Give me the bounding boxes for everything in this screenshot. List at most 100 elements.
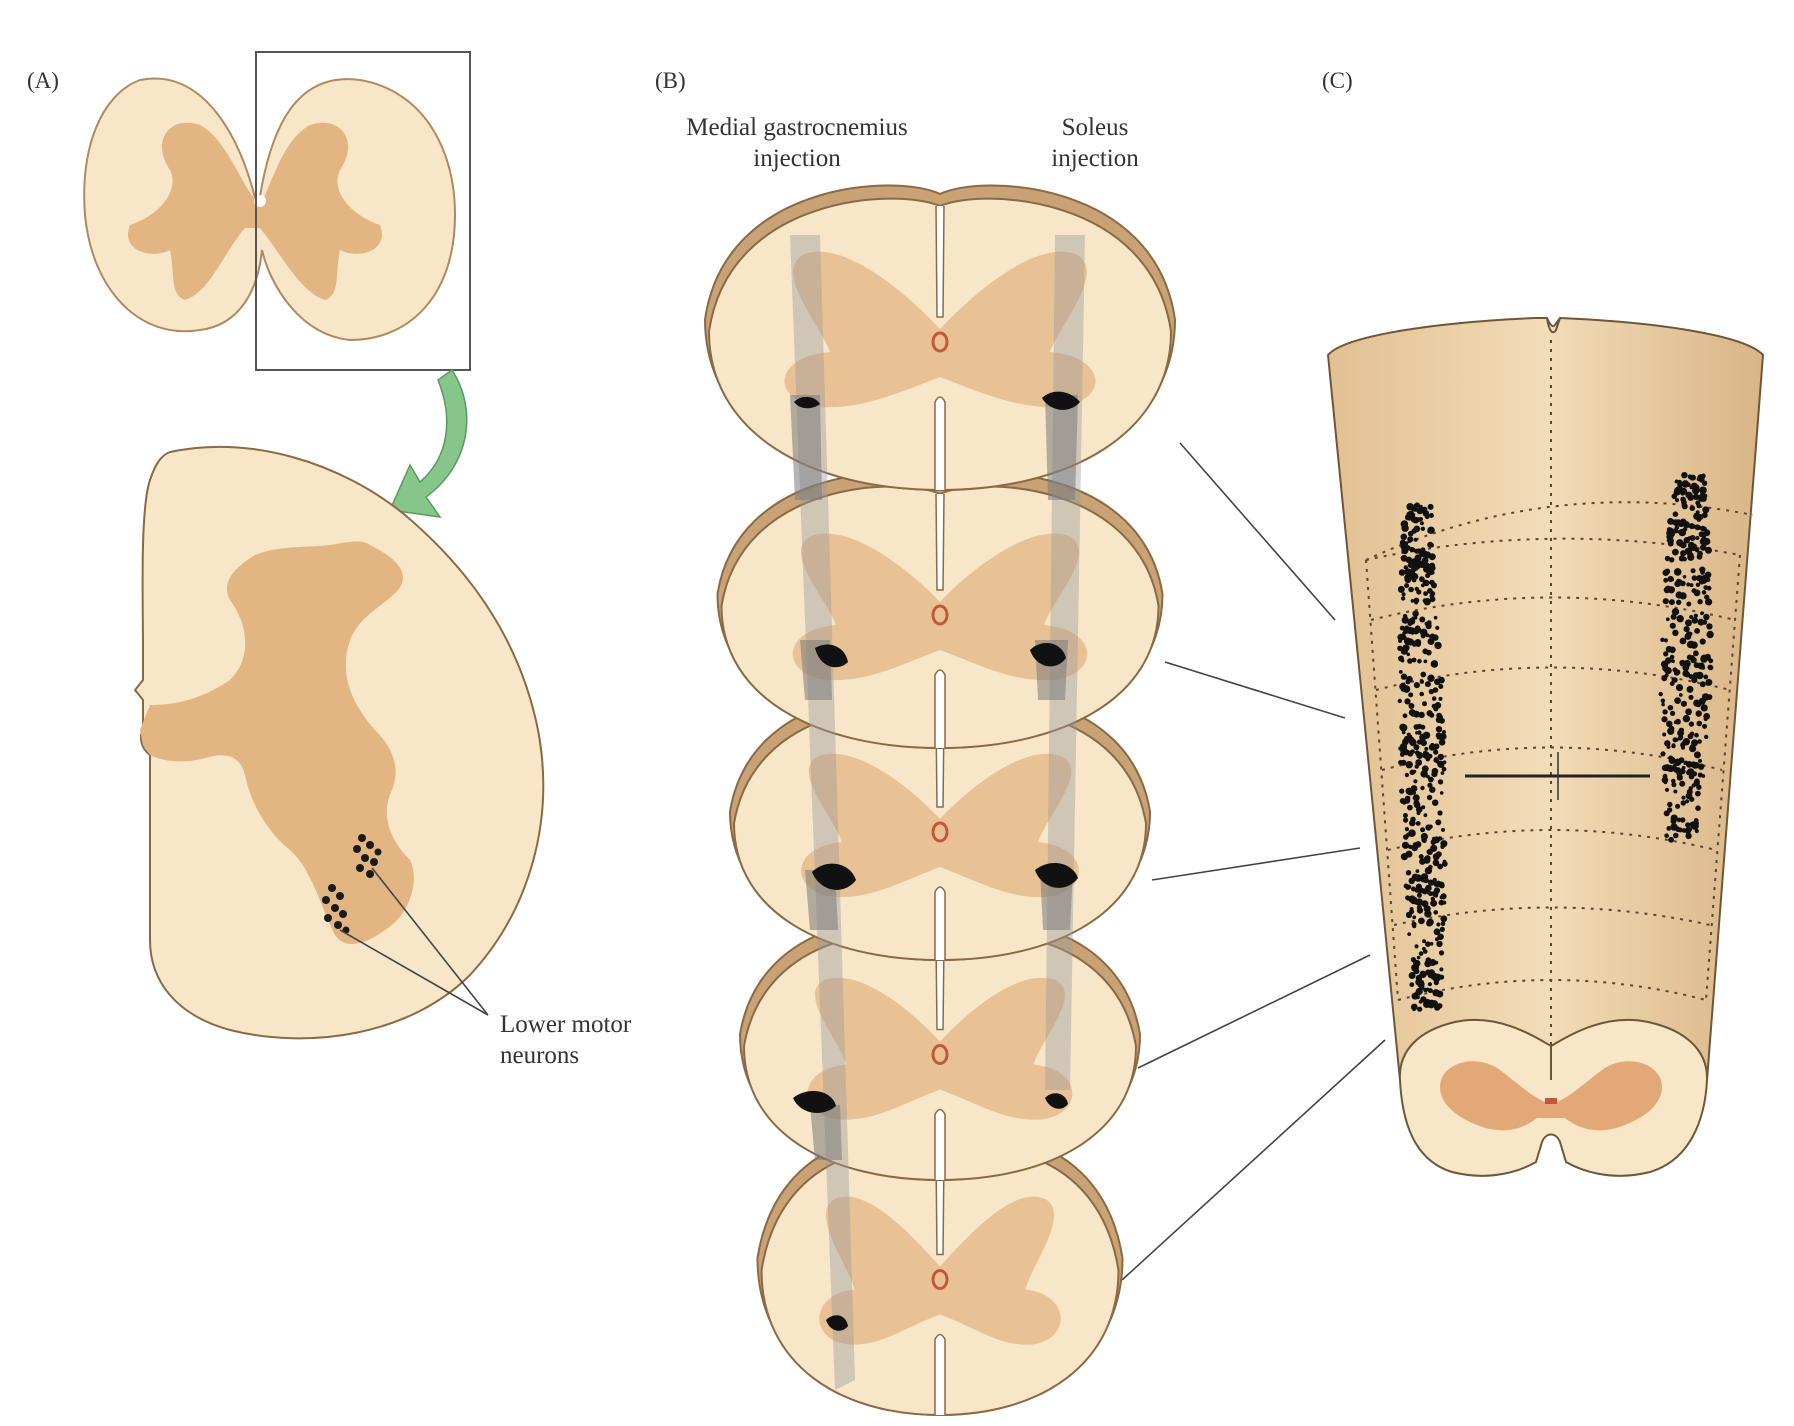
labelled-neuron-dot [1669,622,1676,629]
labelled-neuron-dot [1681,499,1687,506]
labelled-neuron-dot [1658,691,1663,697]
labelled-neuron-dot [1660,751,1666,757]
labelled-neuron-dot [1418,917,1425,925]
labelled-neuron-dot [1668,836,1674,843]
labelled-neuron-dot [1429,786,1436,793]
labelled-neuron-dot [1665,617,1670,622]
section-ventral-fissure [934,669,946,748]
labelled-neuron-dot [1693,751,1701,759]
labelled-neuron-dot [1671,659,1675,664]
labelled-neuron-dot [1691,783,1696,788]
labelled-neuron-dot [1399,798,1406,804]
labelled-neuron-dot [1411,577,1417,583]
labelled-neuron-dot [1424,767,1429,772]
medial-gastrocnemius-neuron-column [1397,502,1448,1012]
labelled-neuron-dot [1679,637,1687,645]
stain-section3-right [1035,863,1078,888]
labelled-neuron-dot [1425,623,1432,630]
section-dorsal-fissure [935,493,945,591]
connector-3 [1151,847,1361,881]
labelled-neuron-dot [1408,703,1415,709]
labelled-neuron-dot [1402,713,1408,719]
labelled-neuron-dot [1412,915,1417,920]
panel-c: (C) [1322,68,1765,1177]
stain-section4-right [1045,1093,1068,1109]
labelled-neuron-dot [1438,684,1444,689]
labelled-neuron-dot [1422,579,1428,585]
labelled-neuron-dot [1695,582,1701,587]
labelled-neuron-dot [1437,933,1444,941]
labelled-neuron-dot [1675,767,1681,773]
labelled-neuron-dot [1691,575,1698,581]
labelled-neuron-dot [1674,738,1679,742]
labelled-neuron-dot [1675,684,1684,692]
labelled-neuron-dot [1422,701,1427,707]
labelled-neuron-dot [1430,899,1438,907]
labelled-neuron-dot [1692,493,1700,500]
labelled-neuron-dot [1691,617,1699,624]
labelled-neuron-dot [1412,503,1418,509]
labelled-neuron-dot [1397,585,1405,593]
labelled-neuron-dot [1662,773,1668,779]
labelled-neuron-dot [1662,732,1667,737]
labelled-neuron-dot [1672,667,1678,673]
labelled-neuron-dot [1708,664,1714,671]
labelled-neuron-dot [1439,791,1444,795]
labelled-neuron-dot [1408,829,1416,837]
section-dorsal-fissure [935,205,945,318]
labelled-neuron-dot [1417,979,1425,987]
labelled-neuron-dot [1687,494,1694,501]
labelled-neuron-dot [1426,794,1433,801]
labelled-neuron-dot [1434,641,1442,650]
labelled-neuron-dot [1413,801,1421,809]
labelled-neuron-dot [1673,568,1682,576]
labelled-neuron-dot [1425,573,1431,579]
labelled-neuron-dot [1666,720,1673,728]
labelled-neuron-dot [1679,780,1686,787]
labelled-neuron-dot [1704,594,1710,600]
labelled-neuron-dot [1404,795,1411,802]
labelled-neuron-dot [1404,514,1411,521]
labelled-neuron-dot [1441,766,1447,772]
labelled-neuron-dot [1431,767,1439,775]
labelled-neuron-dot [1706,585,1712,591]
stain-section4-left [793,1091,836,1113]
labelled-neuron-dot [1405,761,1413,769]
labelled-neuron-dot [1432,877,1437,883]
labelled-neuron-dot [1440,915,1448,923]
labelled-neuron-dot [1702,526,1707,532]
soleus-heading-line2: injection [1051,145,1139,172]
labelled-neuron-dot [1680,817,1686,823]
labelled-neuron-dot [1428,688,1435,695]
labelled-neuron-dot [1693,613,1699,618]
labelled-neuron-dot [1685,832,1692,840]
labelled-neuron-dot [1690,656,1697,664]
labelled-neuron-dot [1664,833,1669,838]
labelled-neuron-dot [1424,960,1432,968]
labelled-neuron-dot [1671,743,1676,747]
labelled-neuron-dot [1697,599,1703,605]
labelled-neuron-dot [1689,535,1696,541]
labelled-neuron-dot [1419,858,1426,865]
labelled-neuron-dot [1670,710,1676,717]
labelled-neuron-dot [1401,592,1406,597]
labelled-neuron-dot [1428,969,1435,976]
labelled-neuron-dot [1676,599,1682,605]
labelled-neuron-dot [1684,633,1692,640]
labelled-neuron-dot [1418,951,1424,956]
labelled-neuron-dot [1424,855,1431,862]
labelled-neuron-dot [1416,892,1422,898]
labelled-neuron-dot [1674,580,1681,588]
labelled-neuron-dot [1669,528,1674,533]
labelled-neuron-dot [1423,659,1428,664]
stain-section2-left [815,644,848,668]
labelled-neuron-dot [1401,634,1407,641]
labelled-neuron-dot [1416,907,1424,914]
labelled-neuron-dot [1689,475,1695,481]
labelled-neuron-dot [1413,682,1420,689]
labelled-neuron-dot [1681,745,1685,750]
labelled-neuron-dot [1680,550,1687,557]
labelled-neuron-dot [1436,940,1443,948]
section-gray-matter [801,753,1079,898]
medial-gastrocnemius-column [790,235,855,1390]
